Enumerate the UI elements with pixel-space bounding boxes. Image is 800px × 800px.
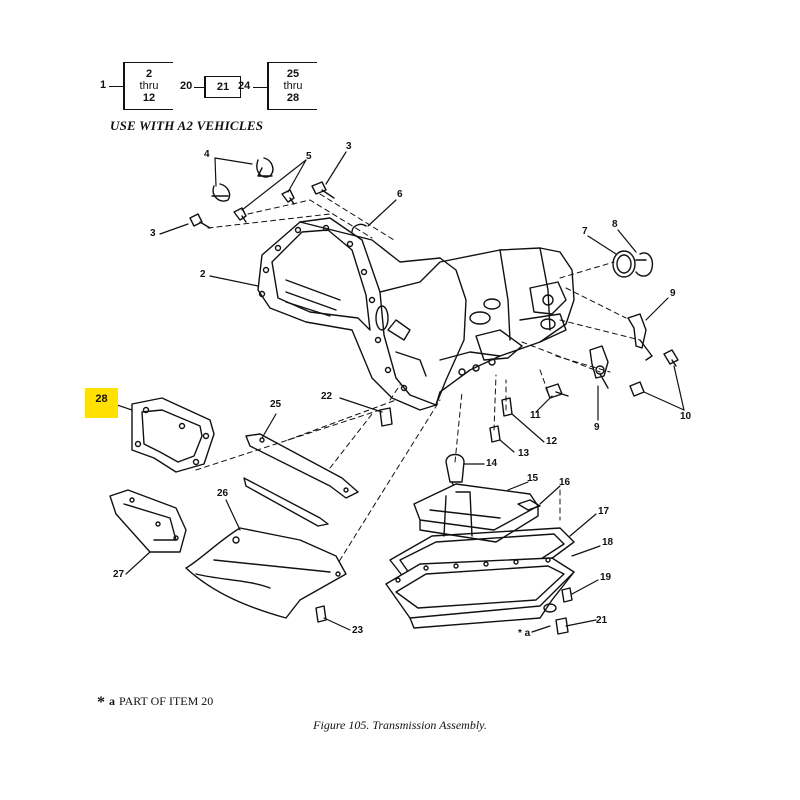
callout-22: 22 [321,391,333,402]
bolt-item-11 [545,383,569,399]
callout-5: 5 [306,151,312,162]
legend-connector [109,86,123,87]
callout-10: 10 [680,411,692,422]
cover-item-26 [185,527,347,619]
gasket-item-28 [131,397,215,473]
legend-box-bottom: 28 [286,92,300,104]
bolt-item-22 [379,407,393,427]
clamp-parts [211,157,274,202]
brackets-item-9 [589,313,653,389]
legend-box-top: 2 [145,68,153,80]
footnote-letter: a [109,694,115,708]
washer-item-21 [543,603,557,613]
legend-box-25-28: 25 thru 28 [267,62,317,110]
callout-9-right: 9 [670,288,676,299]
callout-6: 6 [397,189,403,200]
callout-7: 7 [582,226,588,237]
transmission-case [257,217,575,411]
callout-19: 19 [600,572,612,583]
legend-lead-20: 20 [180,80,193,92]
callout-18: 18 [602,537,614,548]
legend-connector [194,87,204,88]
callout-14: 14 [486,458,498,469]
callout-26: 26 [217,488,229,499]
callout-16: 16 [559,477,571,488]
oil-pan-item-18 [385,557,575,629]
bolt-item-12 [501,397,513,417]
fittings-item-3 [189,181,335,229]
legend-connector [253,87,267,88]
callout-17: 17 [598,506,610,517]
seal-item-6 [351,223,367,233]
callout-4: 4 [204,149,210,160]
legend-box-mid: thru [139,80,159,92]
bolt-item-10 [663,349,679,367]
legend-box-2-12: 2 thru 12 [123,62,173,110]
callout-8: 8 [612,219,618,230]
legend-box-mid: thru [283,80,303,92]
rings-items-7-8 [612,250,654,278]
vehicle-note-heading: USE WITH A2 VEHICLES [110,118,264,133]
bolt-item-10 [629,381,645,397]
callout-21: 21 [596,615,608,626]
legend-lead-24: 24 [238,80,251,92]
bolt-item-19 [561,587,573,603]
legend-box-top: 25 [286,68,300,80]
callout-12: 12 [546,436,558,447]
callout-13: 13 [518,448,530,459]
bolts-item-5 [233,189,295,223]
callout-11: 11 [530,410,541,421]
callout-2: 2 [200,269,206,280]
gasket-item-16 [517,499,541,511]
callout-27: 27 [113,569,125,580]
highlighted-callout-28[interactable]: 28 [85,388,118,418]
callout-3-top: 3 [346,141,352,152]
strip-item-25 [243,433,359,527]
callout-3-left: 3 [150,228,156,239]
figure-caption: Figure 105. Transmission Assembly. [313,718,487,732]
callout-23: 23 [352,625,364,636]
footnote-text: PART OF ITEM 20 [119,694,214,708]
legend-box-bottom: 12 [142,92,156,104]
legend-lead-1: 1 [100,79,107,91]
footnote-star: * [97,694,105,711]
highlighted-callout-label: 28 [95,393,108,405]
callout-15: 15 [527,473,539,484]
callout-25: 25 [270,399,282,410]
callout-star-a: * a [518,628,531,639]
drain-plug-item-21 [555,617,569,635]
callout-9-bottom: 9 [594,422,600,433]
legend-box-21: 21 [204,76,241,98]
bolt-item-13 [489,425,501,443]
cover-item-27 [109,489,187,553]
bolt-item-23 [315,605,327,623]
legend-box-value: 21 [216,81,230,93]
footnote: * a PART OF ITEM 20 [97,692,214,711]
